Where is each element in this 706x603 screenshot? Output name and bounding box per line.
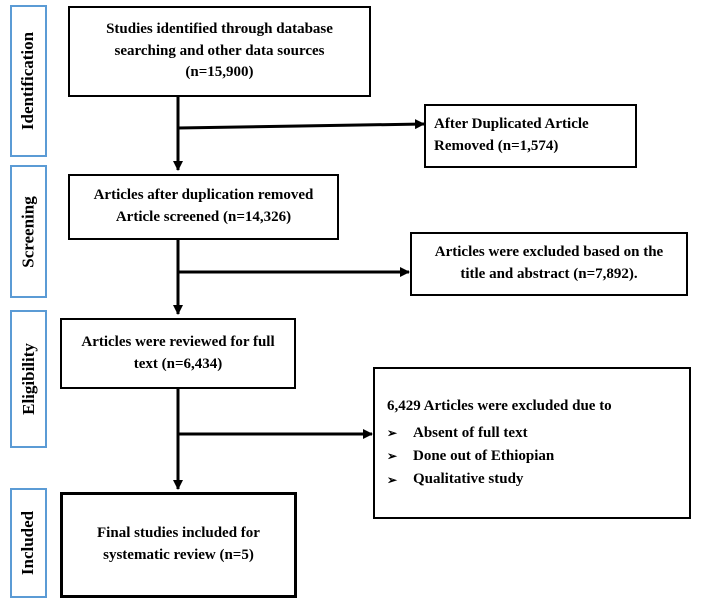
phase-eligibility: Eligibility xyxy=(10,310,47,448)
arrow-bullet-icon: ➢ xyxy=(387,426,398,441)
arrow-bullet-icon: ➢ xyxy=(387,449,398,464)
exclusion-reason: ➢ Absent of full text xyxy=(387,422,689,445)
box-studies-included: Final studies included for systematic re… xyxy=(60,492,297,598)
box-excluded-title-abstract: Articles were excluded based on the titl… xyxy=(410,232,688,296)
box-records-screened: Articles after duplication removed Artic… xyxy=(68,174,339,240)
exclusion-reason: ➢ Done out of Ethiopian xyxy=(387,445,689,468)
box-excluded-full-text: 6,429 Articles were excluded due to ➢ Ab… xyxy=(373,367,691,519)
exclusion-reason-text: Qualitative study xyxy=(413,471,524,488)
box-duplicates-removed-line-1: After Duplicated Article xyxy=(434,116,589,133)
box-duplicates-removed: After Duplicated Article Removed (n=1,57… xyxy=(424,104,637,168)
box-full-text-reviewed: Articles were reviewed for full text (n=… xyxy=(60,318,296,389)
box-records-screened-line-2: Article screened (n=14,326) xyxy=(115,209,292,225)
box-studies-included-line-1: Final studies included for xyxy=(97,525,260,542)
exclusion-reason-text: Absent of full text xyxy=(413,424,528,441)
box-records-identified-line-3: (n=15,900) xyxy=(185,64,254,81)
box-records-identified-line-2: searching and other data sources xyxy=(114,42,325,59)
box-records-screened-line-1: Articles after duplication removed xyxy=(93,187,314,204)
exclusion-reason: ➢ Qualitative study xyxy=(387,468,689,491)
box-full-text-reviewed-line-2: text (n=6,434) xyxy=(133,355,223,372)
box-excluded-title-abstract-line-1: Articles were excluded based on the xyxy=(434,244,664,261)
exclusion-reason-text: Done out of Ethiopian xyxy=(413,448,555,464)
box-full-text-reviewed-line-1: Articles were reviewed for full xyxy=(81,333,275,350)
excluded-full-text-heading: 6,429 Articles were excluded due to xyxy=(387,397,612,414)
box-records-identified-line-1: Studies identified through database xyxy=(106,20,333,37)
phase-screening: Screening xyxy=(10,165,47,298)
box-records-identified: Studies identified through database sear… xyxy=(68,6,371,97)
box-studies-included-line-2: systematic review (n=5) xyxy=(103,547,254,563)
exclusion-reasons-list: ➢ Absent of full text ➢ Done out of Ethi… xyxy=(387,422,689,492)
phase-identification: Identification xyxy=(10,5,47,157)
arrow-to-duplicates-removed xyxy=(177,119,425,130)
box-excluded-title-abstract-line-2: title and abstract (n=7,892). xyxy=(460,266,638,282)
arrow-bullet-icon: ➢ xyxy=(387,472,398,487)
box-duplicates-removed-line-2: Removed (n=1,574) xyxy=(434,138,559,154)
phase-included: Included xyxy=(10,488,47,598)
